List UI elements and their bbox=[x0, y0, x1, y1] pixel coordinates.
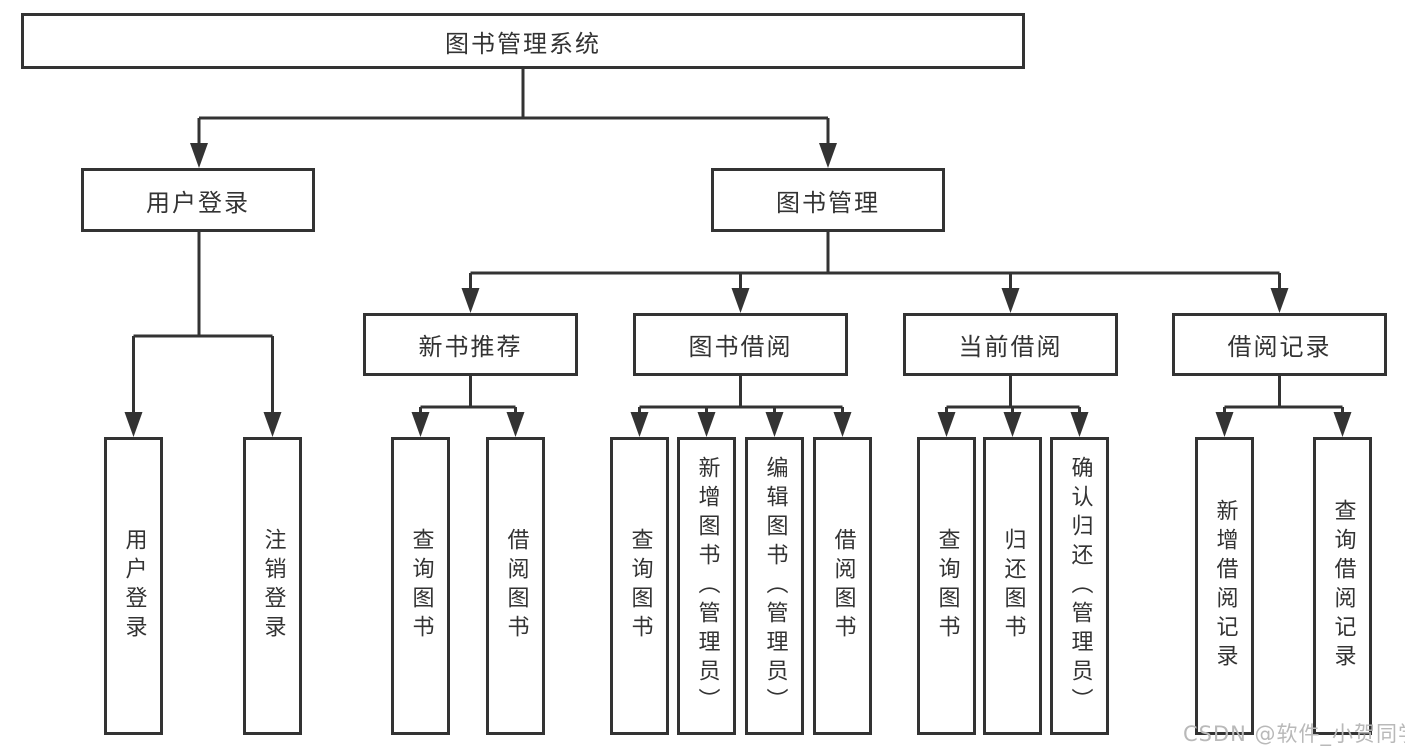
leaf-label: 归还图书 bbox=[1000, 528, 1026, 644]
leaf-query-books-3: 查询图书 bbox=[917, 437, 976, 735]
leaf-label: 查询图书 bbox=[627, 528, 653, 644]
node-label: 图书管理 bbox=[776, 188, 880, 217]
node-label: 借阅记录 bbox=[1227, 333, 1332, 361]
node-label: 图书借阅 bbox=[688, 333, 793, 361]
node-label: 图书管理系统 bbox=[445, 29, 601, 58]
leaf-confirm-return-admin: 确认归还（管理员） bbox=[1050, 437, 1109, 735]
leaf-logout: 注销登录 bbox=[243, 437, 302, 735]
leaf-label: 查询借阅记录 bbox=[1330, 499, 1356, 673]
node-label: 新书推荐 bbox=[418, 333, 523, 361]
leaf-borrow-books-2: 借阅图书 bbox=[813, 437, 872, 735]
leaf-return-book: 归还图书 bbox=[983, 437, 1042, 735]
leaf-user-login: 用户登录 bbox=[104, 437, 163, 735]
leaf-label: 注销登录 bbox=[260, 528, 286, 644]
leaf-label: 查询图书 bbox=[934, 528, 960, 644]
leaf-query-books-2: 查询图书 bbox=[610, 437, 669, 735]
leaf-label: 新增借阅记录 bbox=[1212, 499, 1238, 673]
node-book-borrowing: 图书借阅 bbox=[633, 313, 848, 376]
node-book-management: 图书管理 bbox=[711, 168, 945, 232]
node-borrowing-records: 借阅记录 bbox=[1172, 313, 1387, 376]
leaf-label: 查询图书 bbox=[408, 528, 434, 644]
leaf-label: 确认归还（管理员） bbox=[1067, 455, 1093, 717]
node-user-login: 用户登录 bbox=[81, 168, 315, 232]
leaf-edit-book-admin: 编辑图书（管理员） bbox=[745, 437, 804, 735]
node-new-book-recommend: 新书推荐 bbox=[363, 313, 578, 376]
leaf-query-books-1: 查询图书 bbox=[391, 437, 450, 735]
leaf-label: 编辑图书（管理员） bbox=[762, 455, 788, 717]
leaf-label: 借阅图书 bbox=[503, 528, 529, 644]
leaf-label: 新增图书（管理员） bbox=[694, 455, 720, 717]
leaf-query-borrow-record: 查询借阅记录 bbox=[1313, 437, 1372, 735]
leaf-add-borrow-record: 新增借阅记录 bbox=[1195, 437, 1254, 735]
csdn-watermark: CSDN @软件_小贺同学 bbox=[1183, 722, 1405, 746]
leaf-label: 用户登录 bbox=[121, 528, 147, 644]
leaf-add-book-admin: 新增图书（管理员） bbox=[677, 437, 736, 735]
node-library-management-system: 图书管理系统 bbox=[21, 13, 1025, 69]
leaf-borrow-books-1: 借阅图书 bbox=[486, 437, 545, 735]
node-current-borrowing: 当前借阅 bbox=[903, 313, 1118, 376]
leaf-label: 借阅图书 bbox=[830, 528, 856, 644]
node-label: 当前借阅 bbox=[958, 333, 1063, 361]
node-label: 用户登录 bbox=[146, 188, 250, 217]
